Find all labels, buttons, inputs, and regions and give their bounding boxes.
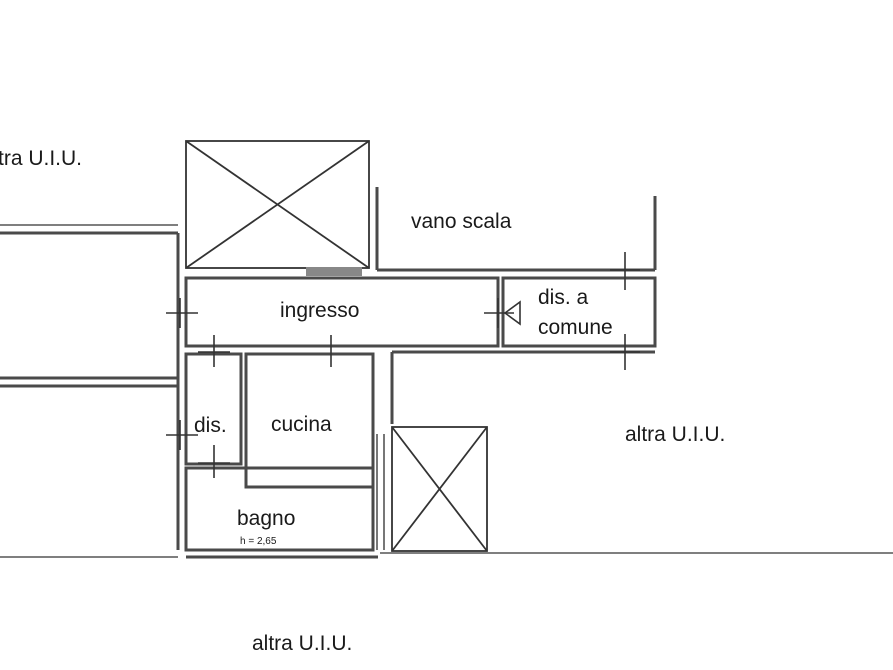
stair-shaft-top: [185, 140, 370, 269]
label-dis-a-comune-1: dis. a: [538, 286, 589, 309]
walls: [0, 187, 893, 559]
label-altra-uiu-top-left: tra U.I.U.: [0, 147, 82, 170]
label-dis-a-comune-2: comune: [538, 316, 613, 339]
door-markers: [166, 252, 640, 478]
label-ingresso: ingresso: [280, 299, 359, 322]
label-altra-uiu-right: altra U.I.U.: [625, 423, 725, 446]
label-altra-uiu-bottom: altra U.I.U.: [252, 632, 352, 655]
lift-shaft: [391, 426, 488, 552]
label-bagno-height: h = 2,65: [240, 536, 277, 547]
label-bagno: bagno: [237, 507, 295, 530]
label-vano-scala: vano scala: [411, 210, 512, 233]
label-dis: dis.: [194, 414, 227, 437]
label-cucina: cucina: [271, 413, 332, 436]
